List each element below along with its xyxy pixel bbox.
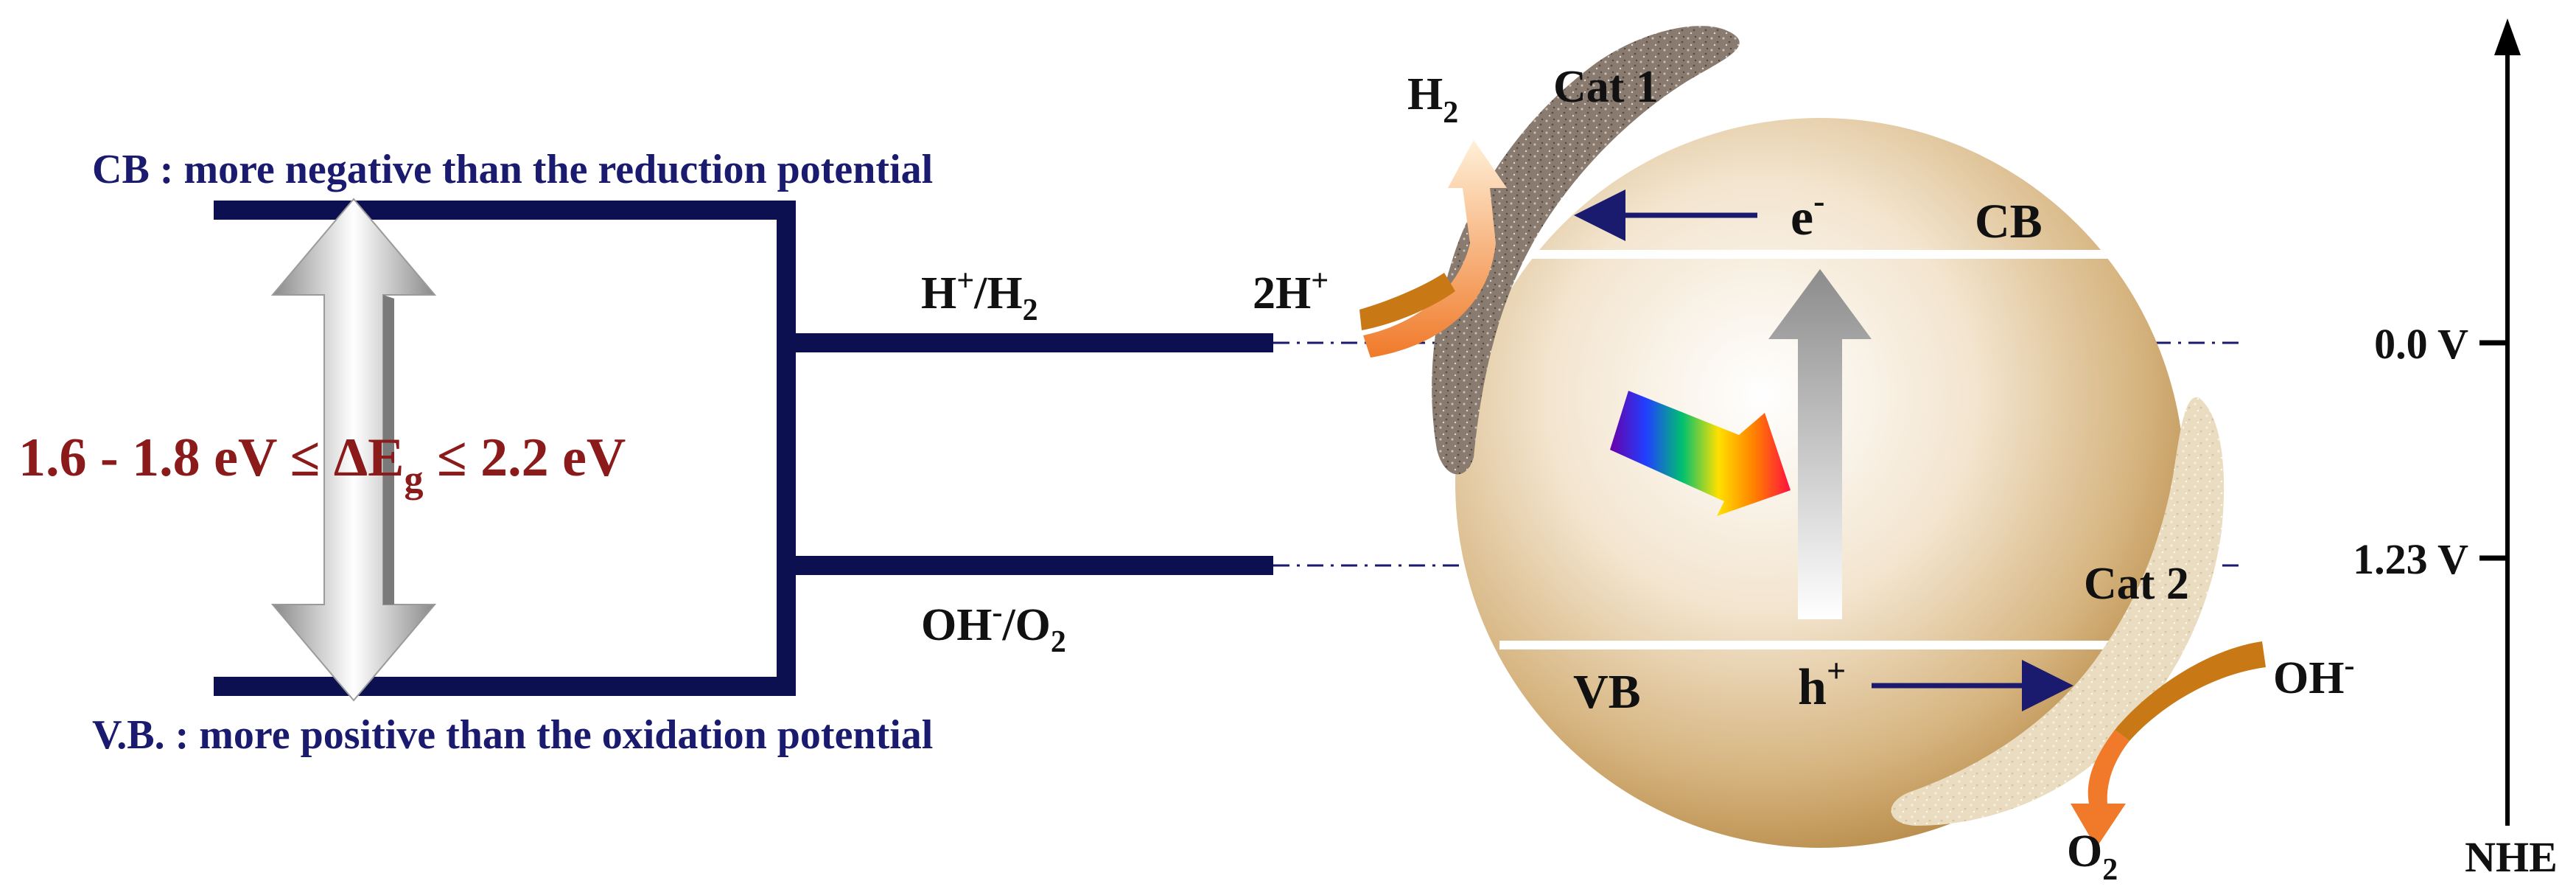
band-structure: CB : more negative than the reduction po…: [18, 147, 1273, 758]
cat2-label: Cat 2: [2084, 559, 2189, 609]
light-spectrum-arrow: [1610, 391, 1791, 516]
cat1-label: Cat 1: [1553, 62, 1659, 112]
band-gap-double-arrow: [270, 198, 437, 702]
h-couple-line: [777, 333, 1273, 352]
connector-vertical-line: [777, 201, 796, 696]
o2-label: O2: [2067, 826, 2118, 887]
h2-label: H2: [1407, 69, 1458, 130]
oh-flow-arrow: [2115, 641, 2266, 741]
hydroxide-label: OH-: [2273, 649, 2354, 703]
proton-flow-arrow: [1359, 273, 1455, 330]
two-proton-label: 2H+: [1253, 264, 1329, 318]
cb-criterion-label: CB : more negative than the reduction po…: [92, 147, 933, 192]
nhe-tick-label-0v: 0.0 V: [2374, 320, 2468, 368]
excitation-arrow: [1768, 269, 1872, 619]
oh-couple-line: [777, 556, 1273, 575]
cb-level-line: [214, 201, 796, 220]
cb-band-label: CB: [1975, 195, 2043, 248]
oh-couple-label: OH-/O2: [921, 596, 1066, 659]
o2-evolution-flow-arrow: [2071, 730, 2129, 848]
photocatalyst-particle: CB VB e- h+: [1455, 118, 2185, 848]
cat2-cocatalyst: [1891, 397, 2225, 826]
band-gap-prefix: 1.6 - 1.8 eV ≤ ΔE: [18, 428, 404, 488]
nhe-axis: 0.0 V 1.23 V NHE: [2353, 18, 2558, 881]
band-gap-subscript: g: [404, 459, 423, 501]
nhe-tick-label-123v: 1.23 V: [2353, 535, 2468, 583]
nhe-axis-label: NHE: [2465, 833, 2558, 881]
h-couple-label: H+/H2: [921, 264, 1038, 327]
hole-label: h+: [1798, 652, 1846, 716]
vb-band-label: VB: [1573, 665, 1641, 719]
vb-criterion-label: V.B. : more positive than the oxidation …: [92, 712, 933, 758]
band-gap-suffix: ≤ 2.2 eV: [423, 428, 626, 488]
h2-evolution-flow-arrow: [1363, 140, 1507, 358]
nhe-axis-arrowhead: [2494, 18, 2521, 55]
electron-label: e-: [1791, 182, 1824, 246]
band-gap-label: 1.6 - 1.8 eV ≤ ΔEg ≤ 2.2 eV: [18, 428, 626, 501]
vb-level-line: [214, 677, 796, 696]
